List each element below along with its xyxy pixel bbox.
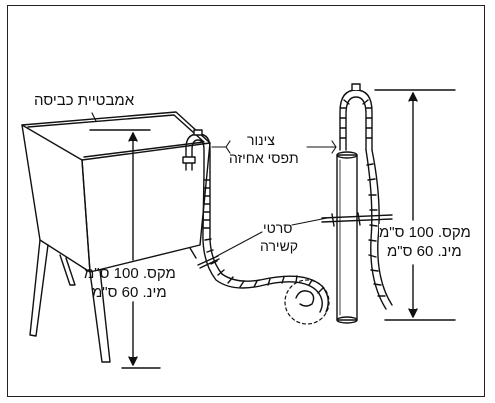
ties-label-line1: סרטי (263, 220, 293, 236)
leader-lines (91, 112, 337, 257)
ties-label-line2: קשירה (260, 238, 299, 254)
tub-label: אמבטיית כביסה (34, 92, 135, 109)
hose-label: צינור (247, 132, 275, 148)
left-height-dimension (89, 129, 161, 369)
right-max-height-label: מקס. 100 ס"מ (379, 224, 471, 241)
drain-hose-left (182, 129, 330, 325)
laundry-tub (21, 111, 211, 363)
diagram-frame (7, 5, 485, 397)
right-min-height-label: מינ. 60 ס"מ (387, 243, 462, 260)
drain-hose-right (321, 83, 393, 310)
left-max-height-label: מקס. 100 ס"מ (84, 265, 176, 282)
right-height-dimension (374, 89, 456, 321)
hose-clips-label: תפסי אחיזה (229, 150, 299, 166)
left-min-height-label: מינ. 60 ס"מ (92, 284, 167, 301)
standpipe (336, 151, 358, 324)
